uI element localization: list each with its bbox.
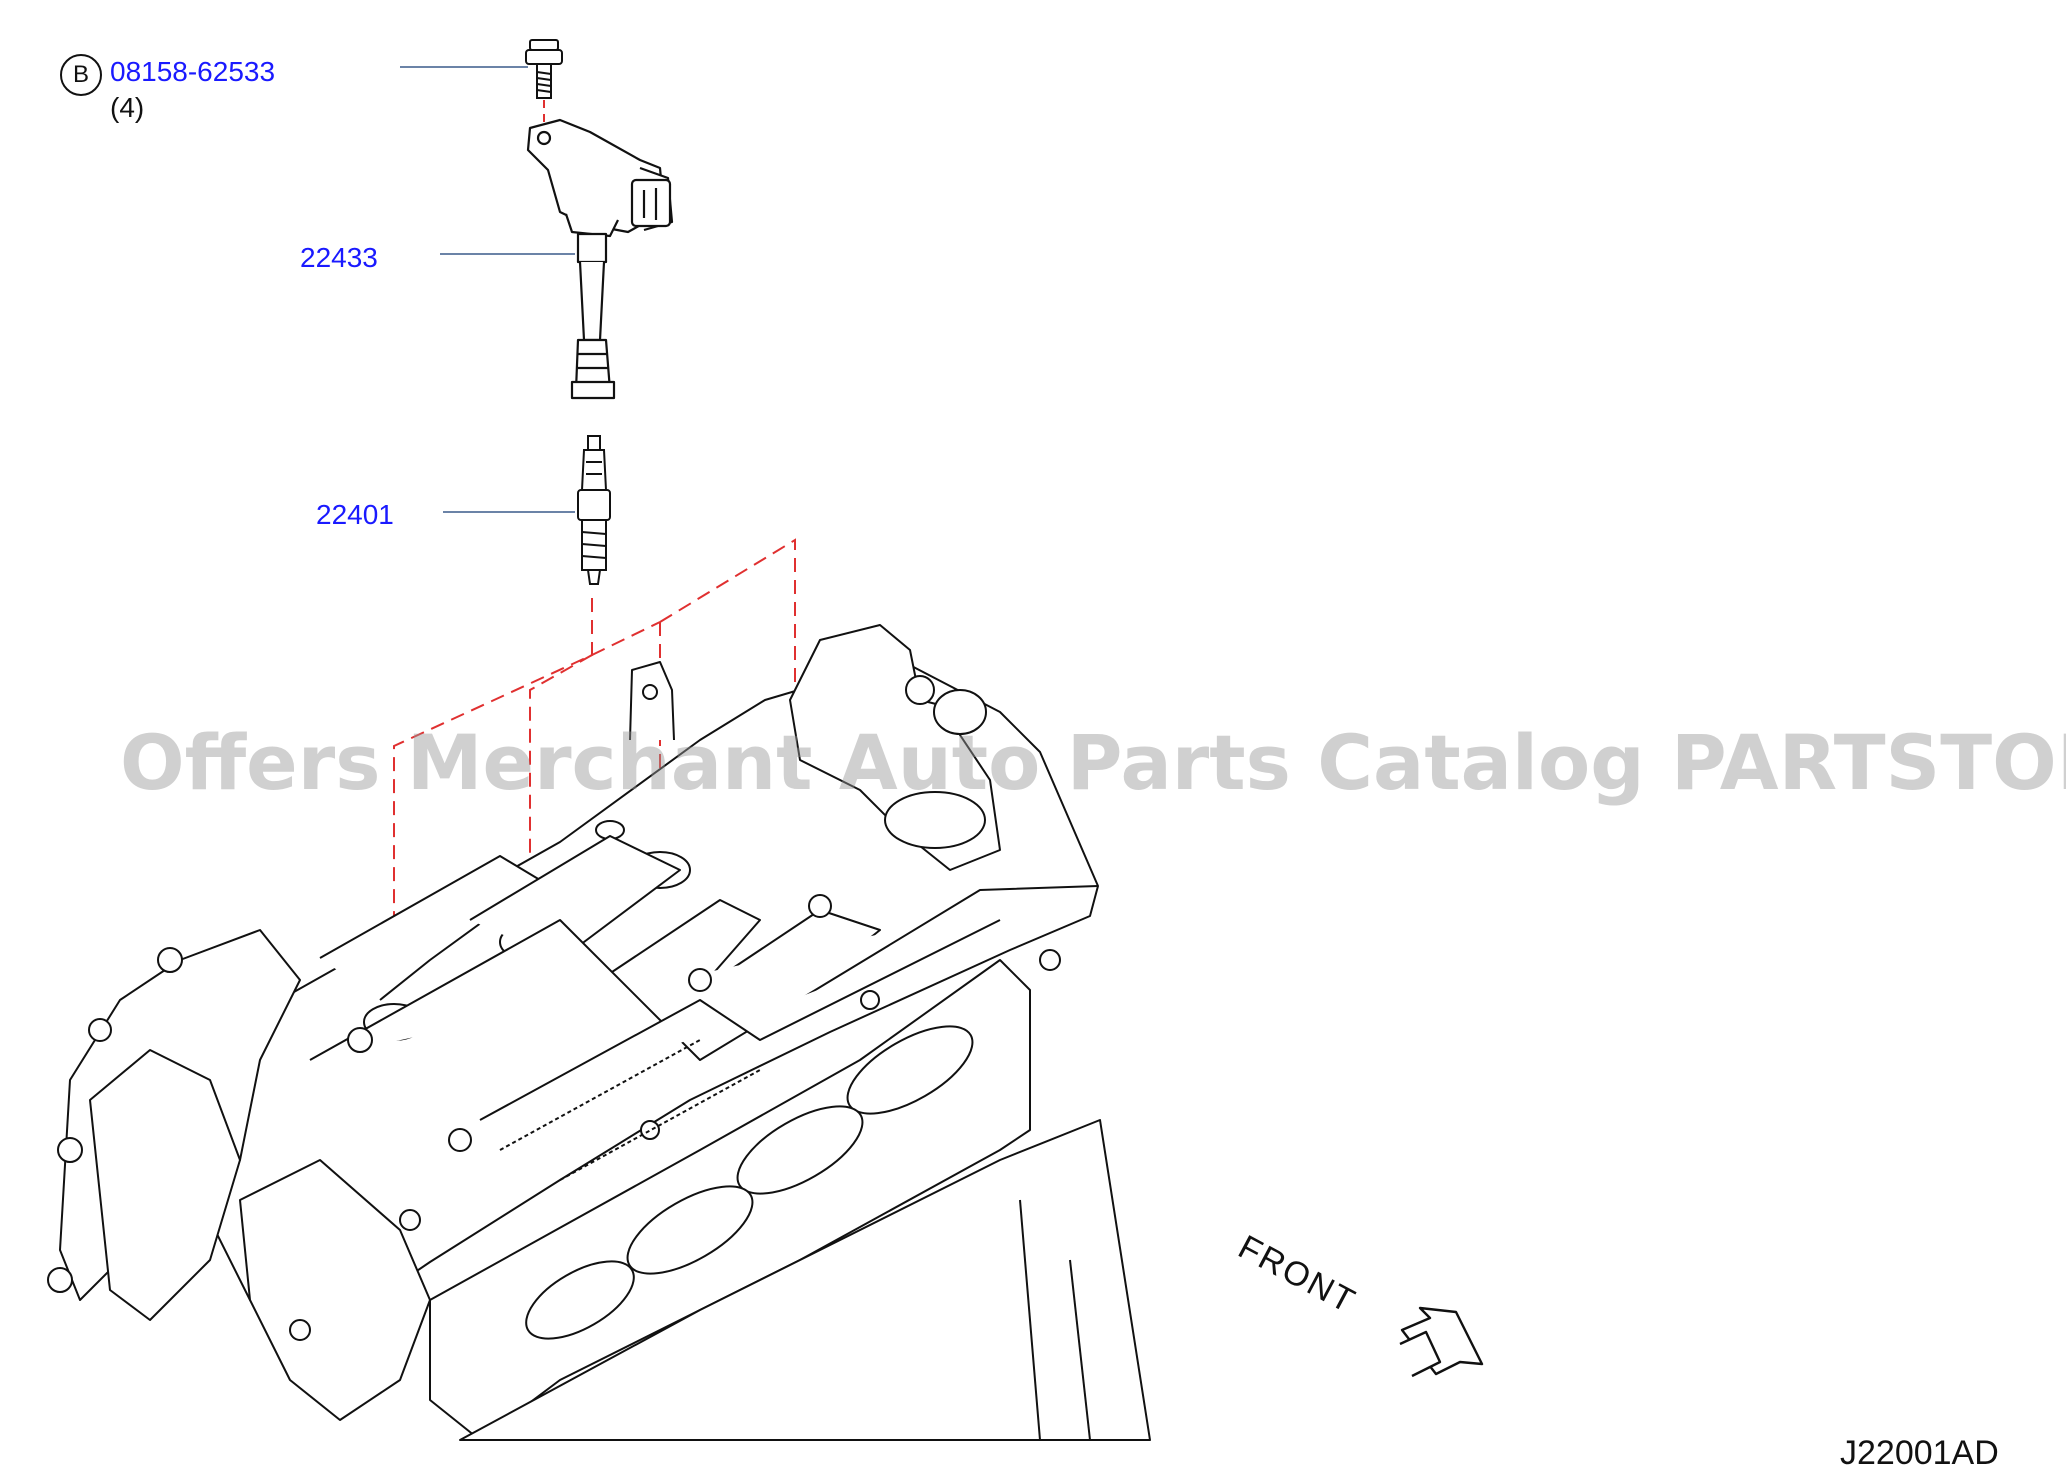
part-number-spark-plug[interactable]: 22401 xyxy=(316,499,394,530)
installation-phantom-lines xyxy=(393,538,796,1010)
engine-head-illustration xyxy=(47,624,1151,1441)
bolt-illustration xyxy=(525,39,563,99)
ignition-coil-illustration xyxy=(526,118,674,400)
bolt-quantity: (4) xyxy=(110,92,145,123)
part-number-ignition-coil[interactable]: 22433 xyxy=(300,242,378,273)
bolt-badge: B xyxy=(60,54,102,96)
diagram-code: J22001AD xyxy=(1840,1434,1999,1472)
part-number-bolt[interactable]: 08158-62533 xyxy=(110,56,276,87)
front-direction-arrow xyxy=(1399,1306,1484,1378)
spark-plug-illustration xyxy=(577,435,611,585)
